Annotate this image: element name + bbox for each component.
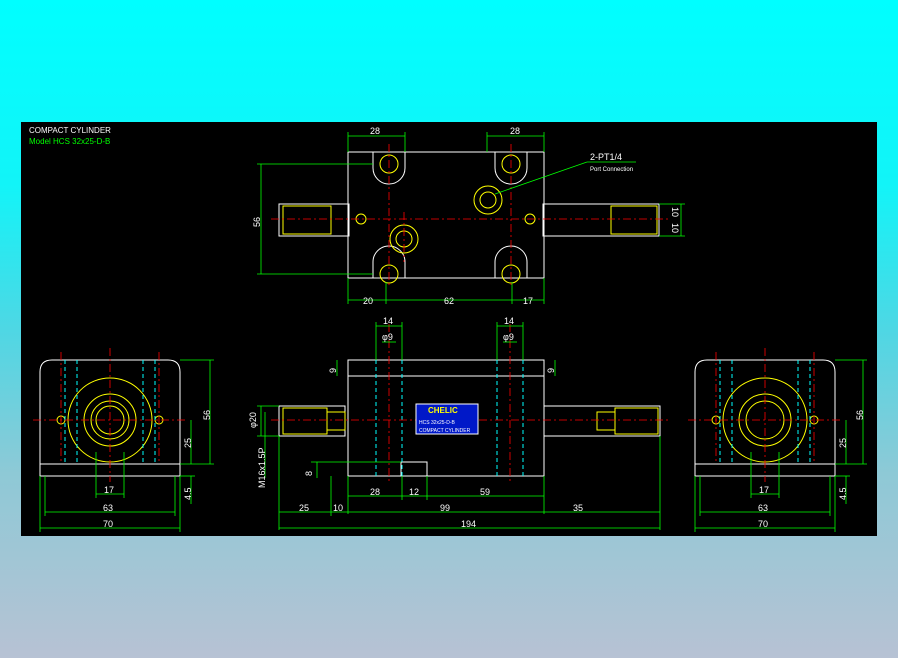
dim-front-overall: 194 — [461, 519, 476, 529]
dim-left-end-h-total: 56 — [202, 410, 212, 420]
dim-top-left-height: 56 — [252, 217, 262, 227]
front-view-left-rod — [278, 405, 346, 437]
left-end-body — [39, 359, 181, 477]
dim-front-rod-dia: φ20 — [248, 412, 258, 428]
dim-front-left-h: 9 — [328, 368, 338, 373]
nameplate-product: COMPACT CYLINDER — [419, 428, 471, 434]
dim-right-end-bore: 17 — [759, 485, 769, 495]
cad-drawing: COMPACT CYLINDER Model HCS 32x25-D-B — [29, 126, 867, 532]
dim-front-top-d-left: φ9 — [382, 332, 393, 342]
dim-left-end-w-inner: 63 — [103, 503, 113, 513]
dim-front-c3: 99 — [440, 503, 450, 513]
port-note-label: 2-PT1/4 — [590, 152, 622, 162]
dim-top-right-b: 10 — [670, 223, 680, 233]
dim-front-c1: 25 — [299, 503, 309, 513]
top-view-left-rod — [278, 203, 350, 237]
dim-top-bottom-left: 20 — [363, 296, 373, 306]
dim-left-end-h-small: 4.5 — [183, 487, 193, 500]
dim-front-b1: 28 — [370, 487, 380, 497]
dim-front-top-w-right: 14 — [504, 316, 514, 326]
dim-top-left: 28 — [370, 126, 380, 136]
dim-right-end-h-mid: 25 — [838, 438, 848, 448]
top-view: 28 28 56 10 10 20 62 17 2-PT1/4 Port Con… — [252, 126, 685, 306]
dim-front-right-h: 9 — [546, 368, 556, 373]
drawing-model: Model HCS 32x25-D-B — [29, 137, 110, 146]
port-icon — [473, 185, 503, 215]
dim-front-thread: M16x1.5P — [257, 447, 267, 488]
cad-drawing-panel: COMPACT CYLINDER Model HCS 32x25-D-B — [21, 122, 877, 536]
dim-left-end-h-mid: 25 — [183, 438, 193, 448]
right-end-view: 56 25 4.5 17 63 70 — [688, 348, 867, 532]
dim-right-end-w-outer: 70 — [758, 519, 768, 529]
nameplate — [415, 403, 479, 435]
dim-front-small-h: 8 — [304, 471, 314, 476]
right-end-body — [694, 359, 836, 477]
dim-top-bottom-right: 17 — [523, 296, 533, 306]
dim-front-c2: 10 — [333, 503, 343, 513]
dim-front-b3: 59 — [480, 487, 490, 497]
front-view-right-rod — [543, 405, 661, 437]
dim-front-c4: 35 — [573, 503, 583, 513]
top-view-body — [347, 151, 545, 279]
dim-top-right-a: 10 — [670, 207, 680, 217]
dim-front-top-w-left: 14 — [383, 316, 393, 326]
dim-left-end-w-outer: 70 — [103, 519, 113, 529]
dim-front-top-d-right: φ9 — [503, 332, 514, 342]
dim-front-b2: 12 — [409, 487, 419, 497]
drawing-title: COMPACT CYLINDER — [29, 126, 111, 135]
top-view-right-rod — [542, 203, 660, 237]
dim-right-end-h-total: 56 — [855, 410, 865, 420]
nameplate-brand: CHELIC — [428, 406, 458, 415]
dim-top-bottom-mid: 62 — [444, 296, 454, 306]
dim-left-end-bore: 17 — [104, 485, 114, 495]
dim-right-end-h-small: 4.5 — [838, 487, 848, 500]
dim-right-end-w-inner: 63 — [758, 503, 768, 513]
dim-top-right: 28 — [510, 126, 520, 136]
front-view: CHELIC HCS 32x25-D-B COMPACT CYLINDER 14… — [248, 316, 671, 530]
nameplate-model: HCS 32x25-D-B — [419, 420, 456, 426]
port-note-sub: Port Connection — [590, 167, 633, 173]
left-end-view: 56 25 4.5 17 63 70 — [33, 348, 214, 532]
